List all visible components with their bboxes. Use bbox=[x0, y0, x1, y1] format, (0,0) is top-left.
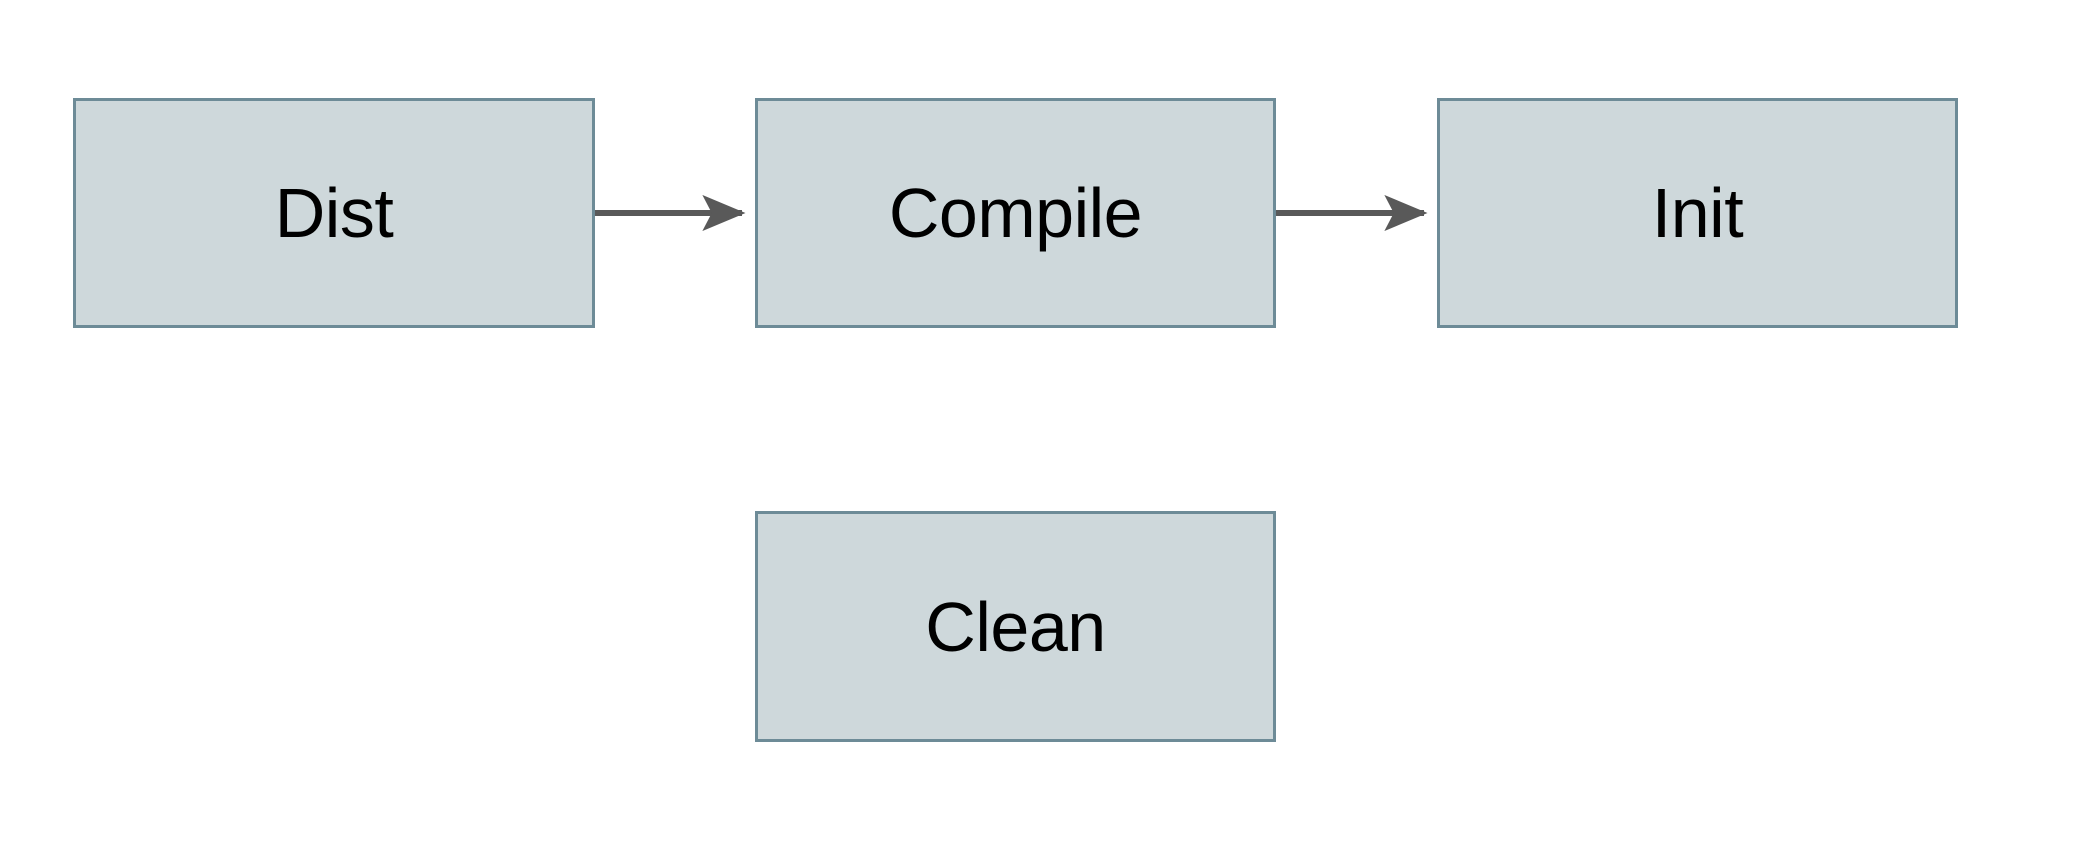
edge-compile-to-init-hitarea[interactable] bbox=[1276, 196, 1437, 230]
node-init-label: Init bbox=[1651, 174, 1744, 252]
node-compile-label: Compile bbox=[888, 174, 1143, 252]
node-init[interactable]: Init bbox=[1437, 98, 1958, 328]
node-dist-label: Dist bbox=[274, 174, 394, 252]
node-clean-label: Clean bbox=[925, 587, 1106, 666]
node-dist[interactable]: Dist bbox=[73, 98, 595, 328]
node-clean[interactable]: Clean bbox=[755, 511, 1276, 742]
edge-dist-to-compile-hitarea[interactable] bbox=[595, 196, 755, 230]
node-compile[interactable]: Compile bbox=[755, 98, 1276, 328]
